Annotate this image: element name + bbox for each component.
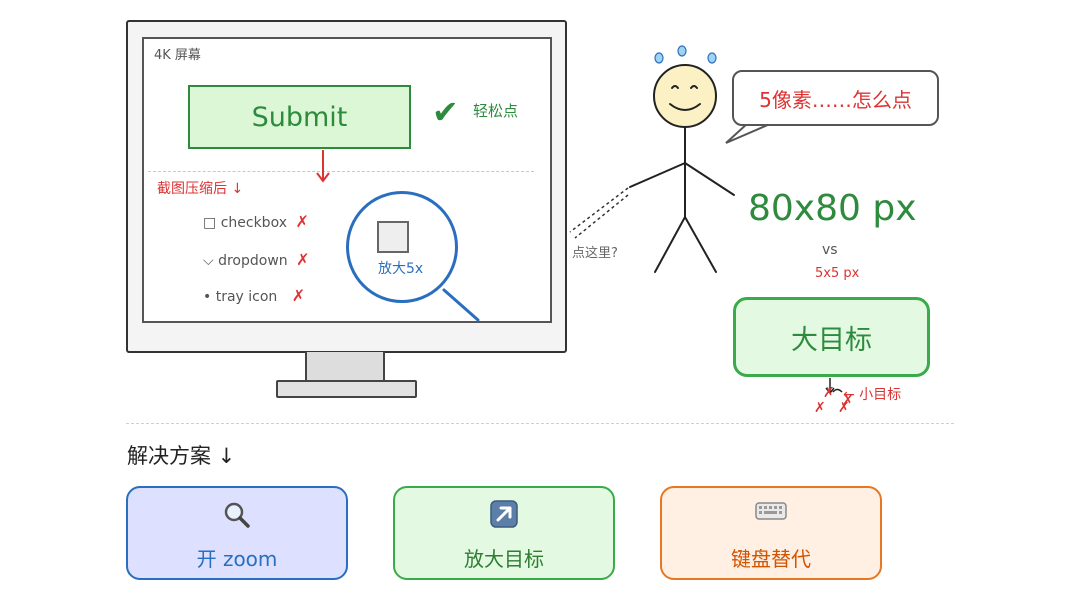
solution-card-enlarge[interactable]: 放大目标	[393, 486, 615, 580]
check-icon: ✔	[432, 93, 459, 131]
small-target-label: ← 小目标	[843, 387, 902, 403]
widget-label: dropdown	[218, 253, 288, 269]
vs-label: vs	[822, 242, 838, 258]
magnified-target	[377, 221, 409, 253]
big-size-label: 80x80 px	[748, 188, 917, 229]
screen-divider	[148, 171, 534, 172]
solution-card-zoom[interactable]: 开 zoom	[126, 486, 348, 580]
speech-tail	[725, 122, 771, 144]
widget-tray-icon[interactable]: • tray icon ✗	[203, 286, 305, 305]
cross-icon: ✗	[823, 385, 835, 401]
monitor-base	[276, 380, 417, 398]
easy-click-label: 轻松点	[473, 102, 519, 120]
widget-label: tray icon	[215, 289, 278, 305]
stick-figure	[629, 64, 735, 273]
card-label: 键盘替代	[731, 547, 811, 571]
widget-label: checkbox	[220, 215, 287, 231]
cross-icon: ✗	[838, 400, 850, 416]
arrow-up-right-icon	[395, 500, 613, 532]
chevron-down-icon: ⌵	[203, 253, 214, 269]
solution-card-keyboard[interactable]: 键盘替代	[660, 486, 882, 580]
widget-checkbox[interactable]: □ checkbox ✗	[203, 212, 309, 231]
solutions-title: 解决方案 ↓	[127, 444, 236, 468]
pointing-line	[569, 187, 629, 239]
big-target-button[interactable]: 大目标	[733, 297, 930, 377]
cross-icon: ✗	[814, 400, 826, 416]
down-arrow-icon	[316, 150, 330, 183]
monitor-screen	[142, 37, 552, 323]
magnify-label: 放大5x	[378, 261, 424, 277]
speech-bubble: 5像素……怎么点	[732, 70, 939, 126]
keyboard-icon	[662, 500, 880, 526]
small-target-pointer	[825, 378, 843, 395]
magnifier-icon	[128, 500, 346, 534]
dot-icon: •	[203, 289, 212, 305]
click-here-label: 点这里?	[572, 246, 618, 261]
compressed-label: 截图压缩后 ↓	[157, 181, 244, 197]
small-size-label: 5x5 px	[815, 266, 860, 281]
card-label: 放大目标	[464, 547, 544, 571]
cross-icon: ✗	[842, 393, 854, 409]
checkbox-icon: □	[203, 215, 217, 231]
card-label: 开 zoom	[196, 547, 278, 571]
cross-icon: ✗	[296, 250, 310, 269]
magnifier-handle	[442, 288, 480, 322]
submit-button[interactable]: Submit	[188, 85, 411, 149]
screen-label: 4K 屏幕	[154, 48, 201, 63]
cross-icon: ✗	[295, 212, 309, 231]
cross-icon: ✗	[291, 286, 306, 305]
section-separator	[126, 423, 954, 424]
sweat-drops-icon	[654, 45, 717, 64]
widget-dropdown[interactable]: ⌵ dropdown ✗	[203, 250, 310, 269]
